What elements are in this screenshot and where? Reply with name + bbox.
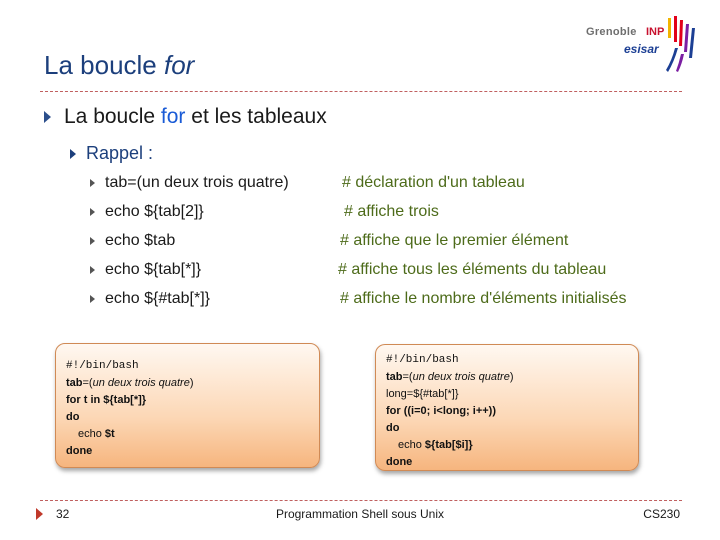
logo-text-esisar: esisar	[624, 42, 659, 56]
bullet-level1: La boucle for et les tableaux	[44, 105, 327, 129]
footer-course-title: Programmation Shell sous Unix	[275, 507, 445, 521]
row-command: echo $tab	[105, 232, 176, 249]
code-box-for-list: #!/bin/bash tab=(un deux trois quatre) f…	[55, 343, 320, 468]
title-text: La boucle	[44, 50, 164, 80]
bullet-arrow-icon	[90, 265, 95, 274]
code-box-for-index: #!/bin/bash tab=(un deux trois quatre) l…	[375, 344, 639, 471]
logo-text-inp: INP	[646, 26, 665, 38]
row-command: echo ${tab[*]}	[105, 261, 202, 278]
footer-divider	[40, 500, 682, 501]
bullet1-after: et les tableaux	[185, 105, 327, 128]
bullet-arrow-icon	[70, 149, 76, 160]
row-cmd-wrap: tab=(un deux trois quatre)	[90, 174, 289, 192]
row-command: echo ${tab[2]}	[105, 203, 204, 220]
row-cmd-wrap: echo ${tab[2]}	[90, 203, 204, 221]
code-line-done: done	[386, 456, 413, 468]
code-line-for: for t in ${tab[*]}	[66, 394, 147, 406]
logo-text-grenoble: Grenoble	[586, 26, 637, 38]
code-line-for: for ((i=0; i<long; i++))	[386, 405, 497, 417]
bullet-arrow-icon	[90, 207, 95, 216]
bullet-level2: Rappel :	[70, 143, 153, 164]
row-comment: # déclaration d'un tableau	[342, 174, 525, 191]
title-divider	[40, 91, 682, 92]
code-line-tab: tab=(un deux trois quatre)	[386, 371, 514, 383]
code-line-do: do	[66, 411, 80, 423]
bullet-arrow-icon	[44, 111, 51, 124]
code-line-tab: tab=(un deux trois quatre)	[66, 377, 194, 389]
row-cmd-wrap: echo $tab	[90, 232, 175, 250]
code-line-do: do	[386, 422, 400, 434]
code-shebang: #!/bin/bash	[66, 360, 139, 372]
footer-arrow-icon	[36, 508, 43, 520]
bullet-arrow-icon	[90, 178, 95, 187]
bullet-arrow-icon	[90, 236, 95, 245]
code-line-echo: echo $t	[78, 428, 115, 440]
page-number: 32	[56, 507, 70, 521]
bullet1-keyword: for	[160, 105, 186, 128]
code-line-long: long=${#tab[*]}	[386, 388, 459, 400]
row-command: echo ${#tab[*]}	[105, 290, 210, 307]
code-line-done: done	[66, 445, 93, 457]
slide-title: La boucle for	[44, 50, 194, 81]
logo-bars-icon	[666, 16, 695, 72]
row-command: tab=(un deux trois quatre)	[105, 174, 289, 191]
row-comment: # affiche que le premier élément	[340, 232, 569, 249]
row-comment: # affiche trois	[344, 203, 439, 220]
grenoble-inp-esisar-logo: Grenoble INP esisar	[586, 12, 696, 74]
title-keyword: for	[163, 50, 195, 80]
row-comment: # affiche tous les éléments du tableau	[338, 261, 607, 278]
bullet2-text: Rappel :	[86, 143, 154, 163]
row-cmd-wrap: echo ${#tab[*]}	[90, 290, 210, 308]
footer-course-code: CS230	[643, 507, 680, 521]
bullet1-before: La boucle	[64, 105, 161, 128]
row-comment: # affiche le nombre d'éléments initialis…	[340, 290, 627, 307]
code-line-echo: echo ${tab[$i]}	[398, 439, 473, 451]
bullet-arrow-icon	[90, 294, 95, 303]
row-cmd-wrap: echo ${tab[*]}	[90, 261, 201, 279]
code-shebang: #!/bin/bash	[386, 354, 459, 366]
